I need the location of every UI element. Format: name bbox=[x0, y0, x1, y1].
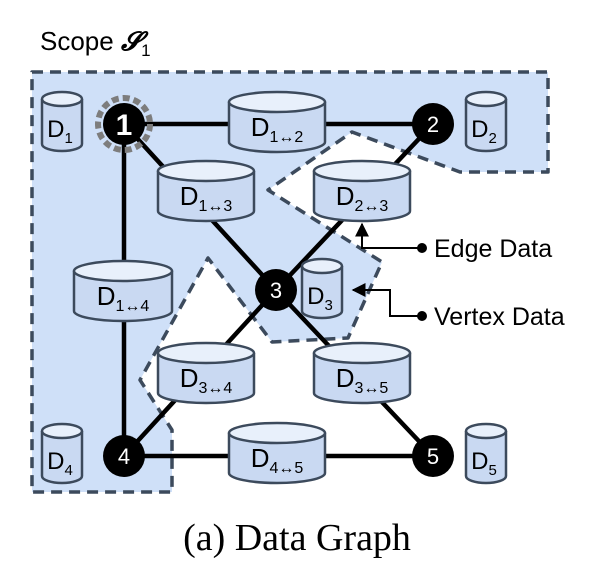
edge-data-callout: Edge Data bbox=[355, 222, 552, 263]
svg-text:D1↔3: D1↔3 bbox=[180, 181, 233, 215]
svg-text:3: 3 bbox=[270, 278, 282, 303]
svg-text:Edge Data: Edge Data bbox=[434, 235, 552, 263]
svg-text:D1: D1 bbox=[47, 116, 73, 147]
scope-label: Scope 𝓢1 bbox=[40, 26, 151, 60]
vertex-data-cylinder-3: D3 bbox=[300, 257, 344, 320]
svg-text:D4↔5: D4↔5 bbox=[251, 443, 304, 477]
edge-data-cylinder-2-3: D2↔3 bbox=[312, 159, 412, 223]
edge-data-cylinder-1-2: D1↔2 bbox=[227, 90, 327, 154]
vertex-data-cylinder-2: D2 bbox=[464, 90, 508, 153]
vertex-node-1: 1 bbox=[103, 103, 145, 145]
edge-data-cylinder-1-4: D1↔4 bbox=[72, 259, 174, 323]
svg-text:D1↔4: D1↔4 bbox=[97, 281, 150, 315]
svg-text:D5: D5 bbox=[471, 448, 497, 479]
svg-text:D3↔4: D3↔4 bbox=[180, 363, 233, 397]
svg-text:1: 1 bbox=[116, 109, 133, 142]
vertex-1-highlight-ring bbox=[95, 95, 153, 153]
svg-text:D4: D4 bbox=[47, 448, 73, 479]
edge-data-cylinder-3-4: D3↔4 bbox=[156, 341, 256, 405]
svg-text:Vertex Data: Vertex Data bbox=[434, 303, 565, 331]
vertex-node-3: 3 bbox=[255, 269, 297, 311]
vertex-data-cylinder-1: D1 bbox=[40, 90, 84, 153]
svg-text:D3: D3 bbox=[307, 283, 333, 314]
vertex-data-cylinder-4: D4 bbox=[40, 422, 84, 485]
edge-data-cylinder-1-3: D1↔3 bbox=[156, 159, 256, 223]
vertex-node-5: 5 bbox=[412, 435, 454, 477]
edge-data-cylinder-4-5: D4↔5 bbox=[227, 421, 327, 485]
svg-text:D2↔3: D2↔3 bbox=[336, 181, 389, 215]
svg-text:D2: D2 bbox=[471, 116, 497, 147]
figure-caption: (a) Data Graph bbox=[183, 517, 411, 559]
vertex-data-cylinder-5: D5 bbox=[464, 422, 508, 485]
edge-data-cylinder-3-5: D3↔5 bbox=[312, 341, 412, 405]
svg-text:D1↔2: D1↔2 bbox=[251, 112, 304, 146]
vertex-node-4: 4 bbox=[103, 435, 145, 477]
svg-text:D3↔5: D3↔5 bbox=[336, 363, 389, 397]
svg-text:5: 5 bbox=[427, 444, 439, 469]
vertex-data-callout: Vertex Data bbox=[351, 283, 565, 331]
vertex-node-2: 2 bbox=[412, 103, 454, 145]
svg-text:2: 2 bbox=[427, 112, 439, 137]
svg-text:4: 4 bbox=[118, 444, 130, 469]
